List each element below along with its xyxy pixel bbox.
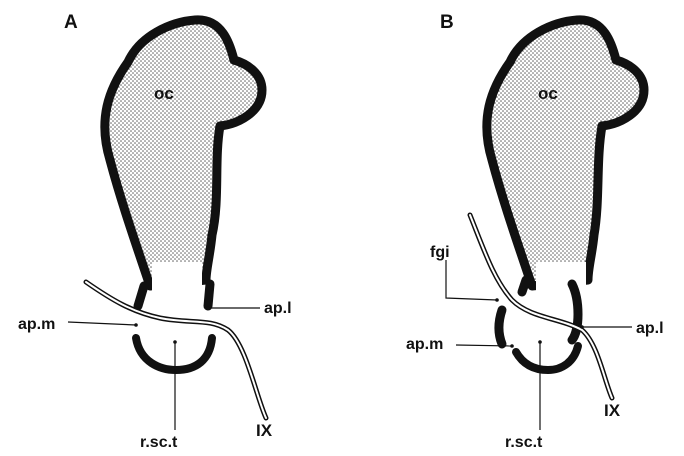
panel-a-label: A xyxy=(64,12,78,33)
label-ap-l-a: ap.l xyxy=(264,300,292,317)
leader-ap-m-a xyxy=(68,322,136,325)
panel-b-label: B xyxy=(440,12,454,33)
label-ap-m-b: ap.m xyxy=(406,336,443,353)
label-nerve-a: IX xyxy=(256,421,273,440)
label-oc-b: oc xyxy=(538,84,558,103)
panel-b: B oc fgi ap.m ap.l IX r.sc.t xyxy=(406,12,664,451)
label-oc-a: oc xyxy=(154,84,174,103)
label-ap-m-a: ap.m xyxy=(18,316,55,333)
label-r-sc-t-b: r.sc.t xyxy=(505,434,543,451)
label-ap-l-b: ap.l xyxy=(636,320,664,337)
wall-stub-left-b xyxy=(522,280,526,292)
wall-left-b xyxy=(499,310,502,344)
wall-stub-right-a xyxy=(208,284,210,306)
label-fgi-b: fgi xyxy=(430,244,450,261)
wall-right-b xyxy=(572,284,578,340)
label-nerve-b: IX xyxy=(604,401,621,420)
otic-capsule-b xyxy=(487,20,644,286)
otic-capsule-a xyxy=(105,20,262,286)
wall-stub-left-a xyxy=(138,286,144,306)
panel-a: A oc ap.m ap.l IX r.sc.t xyxy=(18,12,292,451)
label-r-sc-t-a: r.sc.t xyxy=(140,434,178,451)
nerve-ix-a xyxy=(86,282,266,418)
recessus-cup-b xyxy=(516,346,578,370)
